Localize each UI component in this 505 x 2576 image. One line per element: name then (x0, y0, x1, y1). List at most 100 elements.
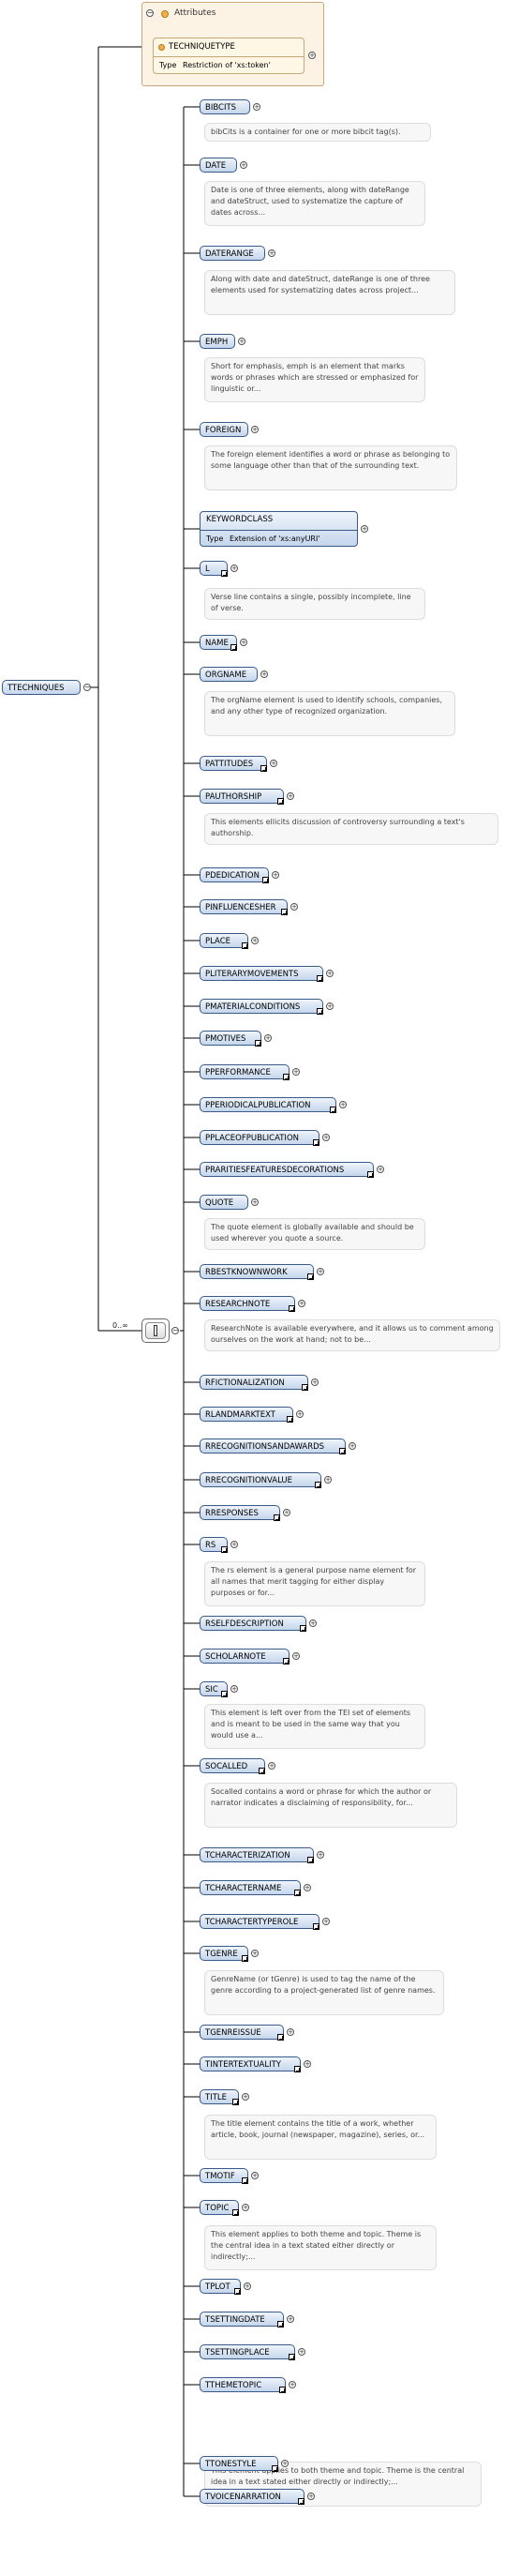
element-pdedication[interactable]: PDEDICATION (200, 867, 269, 882)
expand-icon[interactable]: + (326, 970, 334, 977)
collapse-choice-icon[interactable]: − (171, 1326, 179, 1334)
element-pinfluencesher[interactable]: PINFLUENCESHER (200, 899, 288, 914)
element-pauthorship[interactable]: PAUTHORSHIP (200, 789, 284, 804)
element-pattitudes[interactable]: PATTITUDES (200, 756, 267, 771)
expand-icon[interactable]: + (268, 249, 275, 257)
expand-icon[interactable]: + (311, 1378, 319, 1386)
element-emph[interactable]: EMPH (200, 334, 235, 349)
element-date[interactable]: DATE (200, 158, 237, 173)
element-pmotives[interactable]: PMOTIVES (200, 1031, 261, 1046)
element-tcharacterization[interactable]: TCHARACTERIZATION (200, 1847, 314, 1862)
expand-icon[interactable]: + (349, 1442, 356, 1450)
expand-icon[interactable]: + (309, 1619, 317, 1627)
expand-icon[interactable]: + (304, 2060, 311, 2068)
expand-icon[interactable]: + (361, 525, 368, 533)
expand-icon[interactable]: + (292, 1068, 300, 1076)
expand-icon[interactable]: + (264, 1034, 272, 1042)
element-tintertextuality[interactable]: TINTERTEXTUALITY (200, 2056, 301, 2071)
element-rlandmarktext[interactable]: RLANDMARKTEXT (200, 1407, 293, 1422)
element-tgenreissue[interactable]: TGENREISSUE (200, 2025, 284, 2040)
collapse-attributes-icon[interactable]: − (146, 8, 154, 17)
expand-icon[interactable]: + (304, 1884, 311, 1891)
element-scholarnote[interactable]: SCHOLARNOTE (200, 1649, 290, 1664)
expand-icon[interactable]: + (283, 1509, 290, 1516)
element-tcharactertyperole[interactable]: TCHARACTERTYPEROLE (200, 1914, 319, 1929)
expand-icon[interactable]: + (240, 639, 247, 646)
expand-icon[interactable]: + (339, 1101, 347, 1108)
expand-icon[interactable]: + (240, 161, 247, 169)
expand-icon[interactable]: + (251, 1950, 259, 1957)
expand-icon[interactable]: + (287, 792, 294, 800)
element-rbestknownwork[interactable]: RBESTKNOWNWORK (200, 1264, 314, 1279)
element-tsettingplace[interactable]: TSETTINGPLACE (200, 2344, 295, 2359)
expand-icon[interactable]: + (242, 2204, 249, 2211)
expand-icon[interactable]: + (298, 1300, 305, 1307)
element-title[interactable]: TITLE (200, 2089, 239, 2104)
element-pliterarymovements[interactable]: PLITERARYMOVEMENTS (200, 966, 323, 981)
expand-icon[interactable]: + (230, 565, 238, 572)
element-pperiodicalpublication[interactable]: PPERIODICALPUBLICATION (200, 1097, 336, 1112)
expand-icon[interactable]: + (322, 1918, 330, 1925)
expand-icon[interactable]: + (281, 2460, 289, 2467)
expand-icon[interactable]: + (230, 1685, 238, 1693)
element-topic[interactable]: TOPIC (200, 2200, 239, 2215)
element-name[interactable]: NAME (200, 635, 237, 650)
expand-icon[interactable]: + (317, 1851, 324, 1859)
element-daterange[interactable]: DATERANGE (200, 246, 265, 261)
attribute-techniquetype[interactable]: TECHNIQUETYPE Type Restriction of 'xs:to… (153, 38, 304, 74)
expand-icon[interactable]: + (289, 2381, 296, 2388)
element-rselfdescription[interactable]: RSELFDESCRIPTION (200, 1616, 306, 1631)
element-tvoicenarration[interactable]: TVOICENARRATION (200, 2489, 304, 2504)
expand-icon[interactable]: + (251, 2172, 259, 2179)
expand-icon[interactable]: + (238, 338, 245, 345)
expand-icon[interactable]: + (290, 903, 298, 911)
expand-icon[interactable]: + (268, 1762, 275, 1770)
element-quote[interactable]: QUOTE (200, 1195, 248, 1210)
expand-icon[interactable]: + (244, 2282, 251, 2290)
element-rrecognitionsandawards[interactable]: RRECOGNITIONSANDAWARDS (200, 1439, 346, 1454)
expand-icon[interactable]: + (251, 426, 259, 433)
expand-icon[interactable]: + (317, 1268, 324, 1275)
element-tplot[interactable]: TPLOT (200, 2279, 241, 2294)
element-socalled[interactable]: SOCALLED (200, 1758, 265, 1773)
element-tthemetopic[interactable]: TTHEMETOPIC (200, 2377, 286, 2392)
choice-compositor[interactable] (141, 1318, 170, 1343)
expand-icon[interactable]: + (326, 1002, 334, 1010)
element-bibcits[interactable]: BIBCITS (200, 99, 250, 114)
element-tmotif[interactable]: TMOTIF (200, 2168, 248, 2183)
expand-icon[interactable]: + (251, 937, 259, 944)
element-tgenre[interactable]: TGENRE (200, 1946, 248, 1961)
element-tcharactername[interactable]: TCHARACTERNAME (200, 1880, 301, 1895)
expand-icon[interactable]: + (324, 1476, 332, 1484)
expand-icon[interactable]: + (287, 2028, 294, 2036)
element-rfictionalization[interactable]: RFICTIONALIZATION (200, 1375, 308, 1390)
expand-icon[interactable]: + (298, 2348, 305, 2356)
expand-icon[interactable]: + (296, 1410, 304, 1418)
element-ttonestyle[interactable]: TTONESTYLE (200, 2456, 278, 2471)
expand-icon[interactable]: + (307, 2493, 315, 2500)
element-pmaterialconditions[interactable]: PMATERIALCONDITIONS (200, 999, 323, 1014)
expand-attribute-icon[interactable]: + (308, 52, 316, 59)
expand-icon[interactable]: + (242, 2093, 249, 2101)
element-foreign[interactable]: FOREIGN (200, 422, 248, 437)
element-place[interactable]: PLACE (200, 933, 248, 948)
expand-icon[interactable]: + (322, 1134, 330, 1141)
element-rrecognitionvalue[interactable]: RRECOGNITIONVALUE (200, 1472, 321, 1487)
expand-icon[interactable]: + (230, 1541, 238, 1548)
expand-icon[interactable]: + (287, 2315, 294, 2323)
expand-icon[interactable]: + (251, 1198, 259, 1206)
element-tsettingdate[interactable]: TSETTINGDATE (200, 2312, 284, 2327)
element-praritiesfeaturesdecorations[interactable]: PRARITIESFEATURESDECORATIONS (200, 1162, 374, 1177)
collapse-root-icon[interactable]: − (83, 683, 91, 691)
element-pperformance[interactable]: PPERFORMANCE (200, 1064, 290, 1079)
expand-icon[interactable]: + (272, 871, 279, 879)
element-orgname[interactable]: ORGNAME (200, 667, 258, 682)
root-element-ttechniques[interactable]: TTECHNIQUES (2, 680, 81, 695)
element-researchnote[interactable]: RESEARCHNOTE (200, 1296, 295, 1311)
element-pplaceofpublication[interactable]: PPLACEOFPUBLICATION (200, 1130, 319, 1145)
expand-icon[interactable]: + (292, 1652, 300, 1660)
element-rresponses[interactable]: RRESPONSES (200, 1505, 280, 1520)
expand-icon[interactable]: + (260, 670, 268, 678)
expand-icon[interactable]: + (270, 760, 277, 767)
